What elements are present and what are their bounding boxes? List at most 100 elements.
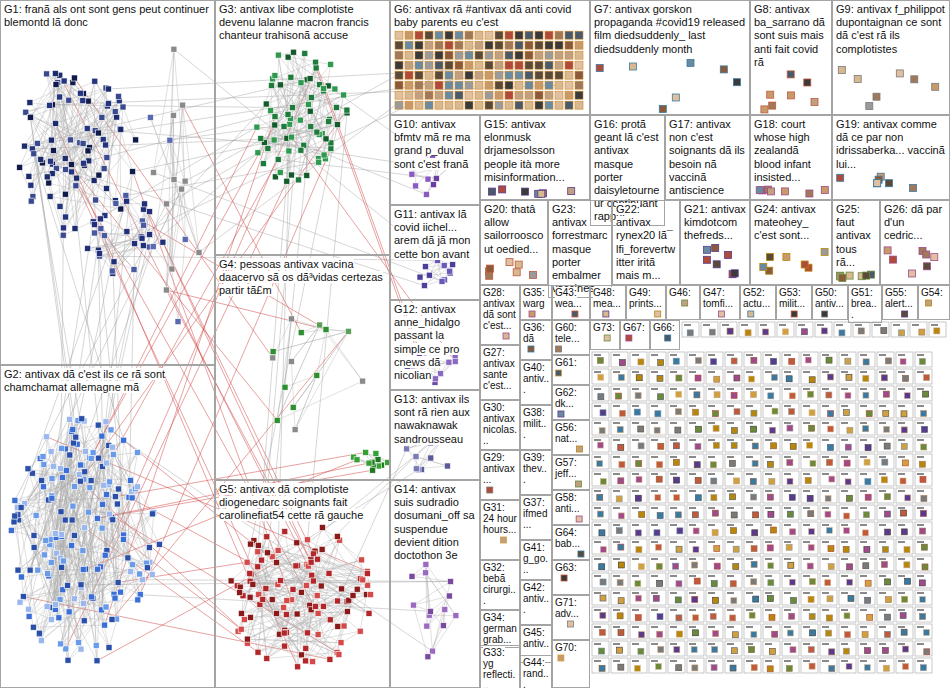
vertex-image — [102, 552, 108, 558]
vertex-image — [405, 81, 413, 89]
inter-group-edges — [15, 35, 559, 667]
edge-line — [183, 105, 186, 239]
vertex-image — [350, 593, 356, 599]
edge-line — [79, 520, 113, 643]
edge-line — [34, 440, 124, 547]
vertex-image — [425, 51, 433, 59]
vertex-image — [108, 427, 114, 433]
vertex-image — [112, 595, 118, 601]
vertex-image — [505, 81, 513, 89]
edge-line — [72, 546, 97, 646]
vertex-image — [59, 564, 65, 570]
vertex-image — [182, 178, 188, 184]
vertex-image — [171, 177, 177, 183]
edge-line — [44, 463, 106, 555]
vertex-image — [80, 141, 86, 147]
edge-line — [275, 76, 347, 111]
vertex-image — [147, 209, 153, 215]
edge-line — [18, 515, 97, 661]
vertex-image — [63, 467, 69, 473]
edge-line — [285, 532, 315, 552]
vertex-image — [58, 509, 64, 515]
vertex-image — [86, 509, 92, 515]
vertex-image — [237, 584, 243, 590]
edge-line — [278, 550, 367, 573]
edge-line — [291, 325, 319, 362]
edge-line — [31, 117, 54, 150]
vertex-image — [110, 452, 116, 458]
edge-line — [101, 567, 105, 625]
vertex-image — [409, 171, 415, 177]
cross-edge-line — [65, 158, 298, 666]
vertex-image — [335, 598, 341, 604]
edge-line — [432, 616, 456, 651]
edge-line — [39, 585, 81, 633]
vertex-image — [247, 614, 253, 620]
vertex-image — [255, 564, 261, 570]
vertex-image — [425, 71, 433, 79]
vertex-image — [415, 61, 423, 69]
vertex-image — [505, 41, 513, 49]
vertex-image — [341, 92, 347, 98]
vertex-image — [117, 126, 123, 132]
vertex-image — [109, 616, 115, 622]
vertex-image — [761, 106, 768, 113]
vertex-image — [265, 550, 271, 556]
vertex-image — [442, 607, 448, 613]
vertex-image — [423, 561, 429, 567]
vertex-image — [110, 517, 116, 523]
vertex-image — [659, 106, 666, 113]
edge-line — [31, 78, 74, 201]
vertex-image — [11, 519, 17, 525]
vertex-image — [430, 182, 436, 188]
vertex-image — [375, 457, 381, 463]
vertex-image — [515, 31, 523, 39]
vertex-image — [28, 182, 34, 188]
vertex-image — [404, 446, 410, 452]
edge-line — [247, 562, 330, 659]
vertex-image — [366, 460, 372, 466]
cross-edge-line — [71, 165, 102, 467]
vertex-image — [167, 137, 173, 143]
vertex-image — [128, 569, 134, 575]
vertex-image — [106, 645, 112, 651]
vertex-image — [535, 31, 543, 39]
edge-line — [20, 85, 56, 168]
vertex-image — [575, 71, 583, 79]
vertex-image — [370, 467, 376, 473]
edge-line — [30, 83, 73, 103]
vertex-image — [465, 81, 473, 89]
vertex-image — [334, 122, 340, 128]
vertex-image — [435, 51, 443, 59]
vertex-image — [425, 61, 433, 69]
vertex-image — [274, 417, 280, 423]
edge-line — [66, 101, 120, 170]
edge-line — [307, 602, 347, 633]
vertex-image — [425, 41, 433, 49]
vertex-image — [18, 574, 24, 580]
vertex-image — [93, 642, 99, 648]
vertex-image — [368, 592, 374, 598]
vertex-image — [291, 49, 297, 55]
vertex-image — [51, 463, 57, 469]
vertex-image — [247, 594, 253, 600]
edge-line — [291, 325, 319, 362]
edge-line — [50, 105, 90, 147]
vertex-image — [47, 193, 53, 199]
edge-line — [241, 629, 305, 661]
vertex-image — [263, 101, 269, 107]
vertex-image — [395, 71, 403, 79]
edge-line — [250, 573, 306, 661]
vertex-image — [130, 169, 136, 175]
vertex-image — [133, 137, 139, 143]
vertex-image — [455, 51, 463, 59]
vertex-image — [31, 544, 37, 550]
vertex-image — [100, 137, 106, 143]
vertex-image — [70, 440, 76, 446]
vertex-image — [326, 570, 332, 576]
vertex-image — [260, 596, 266, 602]
vertex-image — [465, 71, 473, 79]
vertex-image — [575, 81, 583, 89]
vertex-image — [33, 512, 39, 518]
vertex-image — [74, 175, 80, 181]
